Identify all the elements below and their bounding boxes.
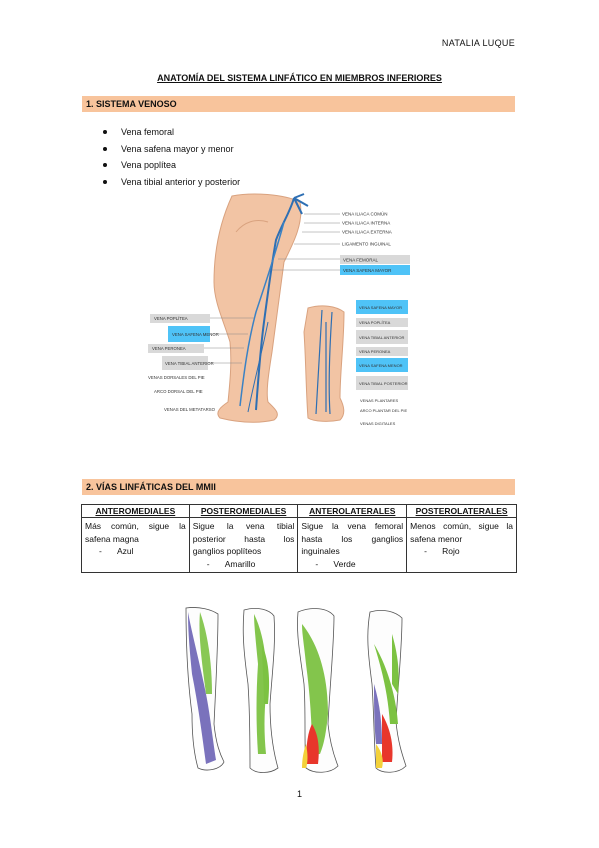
list-item: Vena safena mayor y menor (103, 141, 240, 158)
label-ligamento-inguinal: LIGAMENTO INGUINAL (342, 242, 391, 247)
label-vena-iliaca-externa: VENA ILIACA EXTERNA (342, 230, 392, 235)
bullet-icon (103, 146, 107, 151)
table-header-row: ANTEROMEDIALES POSTEROMEDIALES ANTEROLAT… (81, 504, 517, 518)
label-vena-tibial-anterior: VENA TIBIAL ANTERIOR (165, 361, 214, 366)
lymphatic-pathways-table: ANTEROMEDIALES POSTEROMEDIALES ANTEROLAT… (81, 504, 517, 573)
header-author: NATALIA LUQUE (441, 38, 515, 48)
label-vena-iliaca-interna: VENA ILIACA INTERNA (342, 221, 390, 226)
color-label: Azul (117, 546, 134, 556)
column-header-posteromediales: POSTEROMEDIALES (188, 504, 299, 518)
color-label: Verde (333, 558, 356, 569)
label-venas-dorsales: VENAS DORSALES DEL PIE (148, 375, 205, 380)
section-heading-sistema-venoso: 1. SISTEMA VENOSO (82, 96, 515, 112)
vein-saphena (239, 221, 285, 407)
label-venas-plantares: VENAS PLANTARES (360, 398, 398, 403)
bullet-icon (103, 130, 107, 134)
label-inset-safena-menor: VENA SAFENA MENOR (359, 363, 403, 368)
vein-femoral (255, 197, 295, 411)
column-header-anteromediales: ANTEROMEDIALES (81, 504, 190, 518)
vein-list: Vena femoral Vena safena mayor y menor V… (103, 124, 240, 190)
color-label: Rojo (442, 546, 460, 556)
venous-system-illustration: VENA ILIACA COMÚN VENA ILIACA INTERNA VE… (148, 193, 410, 426)
label-vena-peronea: VENA PERONEA (152, 346, 186, 351)
label-vena-femoral: VENA FEMORAL (343, 258, 379, 263)
list-item: Vena poplítea (103, 157, 240, 174)
label-venas-metatarso: VENAS DEL METATARSO (164, 407, 216, 412)
table-cell: Más común, sigue la safena magna -Azul (81, 517, 190, 573)
vein-branch (247, 321, 269, 413)
list-item: Vena femoral (103, 124, 240, 141)
bullet-icon (103, 163, 107, 167)
table-cell: Sigue la vena femoral hasta los ganglios… (297, 517, 408, 573)
document-title: ANATOMÍA DEL SISTEMA LINFÁTICO EN MIEMBR… (157, 73, 442, 83)
label-arco-dorsal: ARCO DORSAL DEL PIE (154, 389, 203, 394)
lymphatic-territories-illustration (185, 607, 407, 773)
list-item: Vena tibial anterior y posterior (103, 174, 240, 191)
table-cell: Menos común, sigue la safena menor -Rojo (406, 517, 517, 573)
label-venas-digitales: VENAS DIGITALES (360, 421, 396, 426)
label-inset-poplitea: VENA POPLÍTEA (359, 320, 391, 325)
page-number: 1 (296, 789, 302, 799)
label-inset-tibial-anterior: VENA TIBIAL ANTERIOR (359, 335, 404, 340)
bullet-icon (103, 179, 107, 184)
label-vena-iliaca-comun: VENA ILIACA COMÚN (342, 211, 388, 217)
label-vena-safena-mayor: VENA SAFENA MAYOR (343, 268, 392, 273)
label-vena-poplitea: VENA POPLÍTEA (154, 316, 188, 321)
table-cell: Sigue la vena tibial posterior hasta los… (188, 517, 299, 573)
label-inset-tibial-posterior: VENA TIBIAL POSTERIOR (359, 381, 408, 386)
column-header-anterolaterales: ANTEROLATERALES (297, 504, 408, 518)
label-arco-plantar: ARCO PLANTAR DEL PIE (360, 408, 407, 413)
table-row: Más común, sigue la safena magna -Azul S… (81, 517, 517, 573)
section-heading-vias-linfaticas: 2. VÍAS LINFÁTICAS DEL MMII (82, 479, 515, 495)
inset-leg-silhouette (303, 305, 345, 422)
label-inset-peronea: VENA PERONEA (359, 349, 391, 354)
column-header-posterolaterales: POSTEROLATERALES (406, 504, 517, 518)
label-vena-safena-menor: VENA SAFENA MENOR (172, 332, 219, 337)
color-label: Amarillo (224, 558, 256, 569)
label-inset-safena-mayor: VENA SAFENA MAYOR (359, 305, 402, 310)
